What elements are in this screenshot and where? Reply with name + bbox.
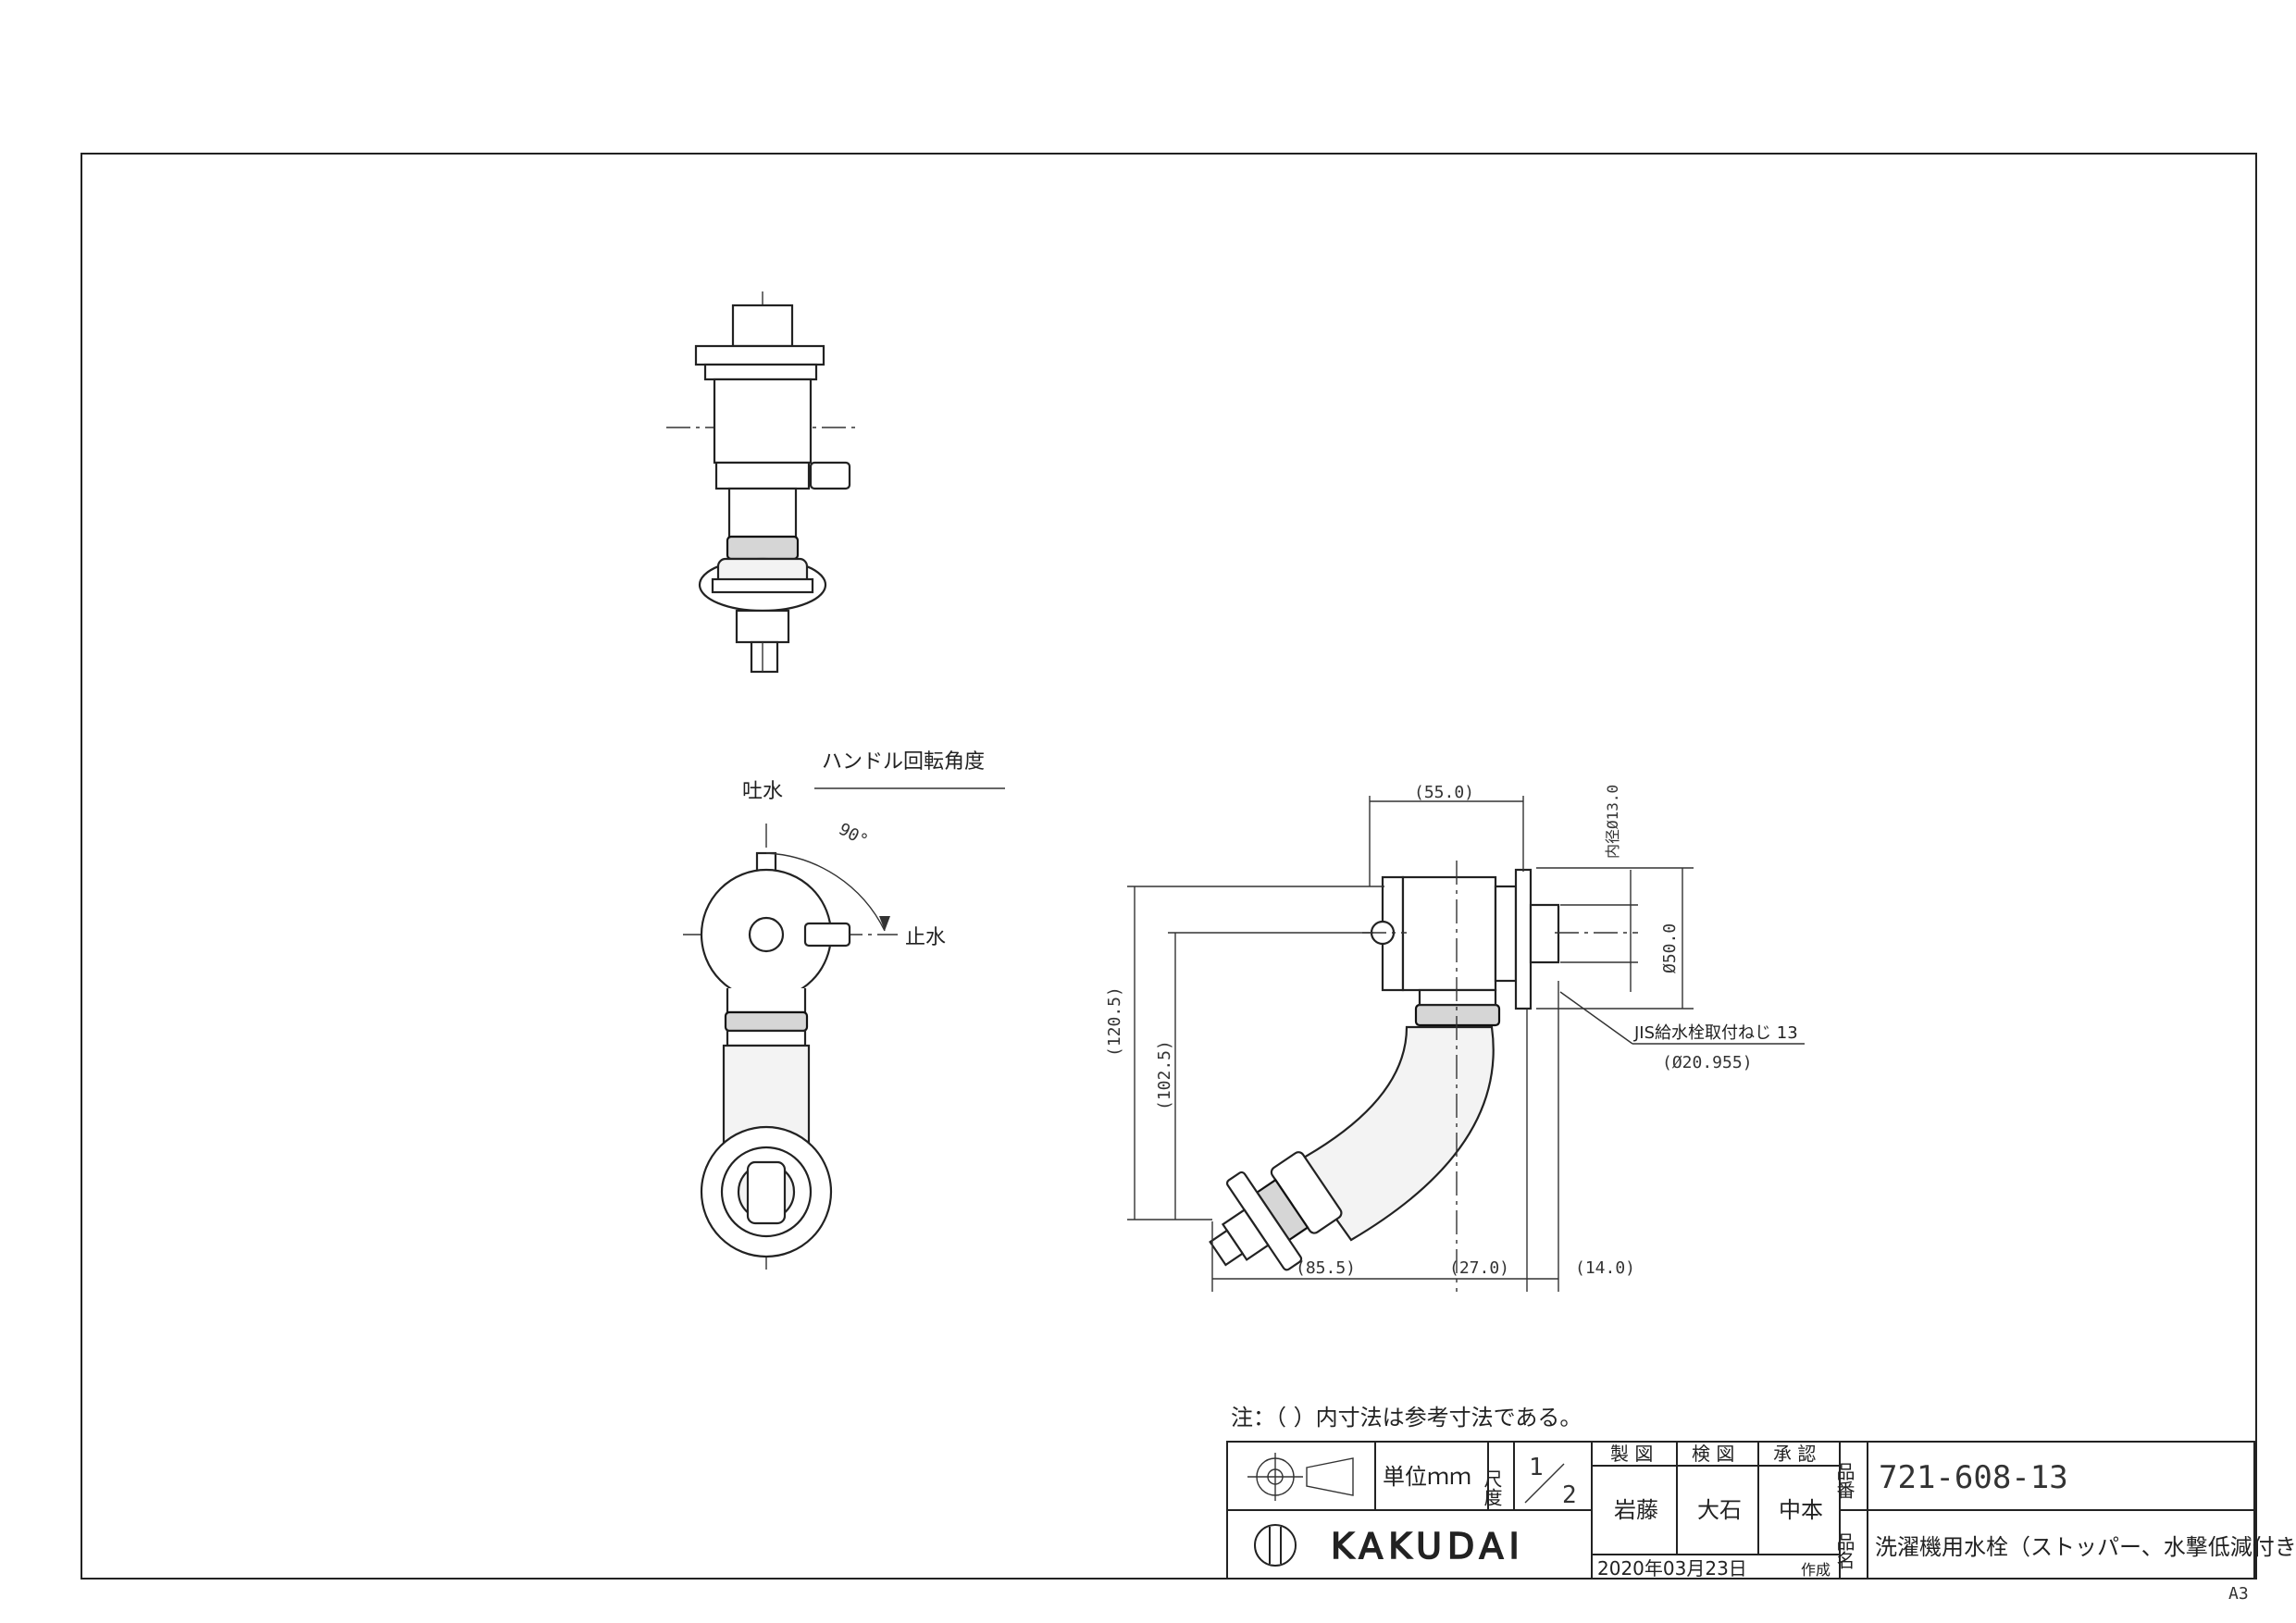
title-block: 単位ｍｍ 尺度 1 2 製 図 検 図 承 認 岩藤 大石 中本 2020年03… [1226, 1441, 2296, 1580]
angle-90-label: 90° [836, 820, 872, 851]
scale-denominator: 2 [1562, 1481, 1577, 1509]
checked-by: 大石 [1697, 1497, 1742, 1523]
stop-label: 止水 [905, 926, 946, 949]
dim-85-5: (85.5) [1296, 1258, 1356, 1278]
dim-dia-50: Ø50.0 [1660, 923, 1680, 973]
part-name-label: 品名 [1833, 1532, 1855, 1569]
thread-note: JIS給水栓取付ねじ 13 [1633, 1023, 1798, 1043]
outlet-label: 吐水 [742, 780, 783, 803]
dim-27: (27.0) [1449, 1258, 1509, 1278]
thread-diameter: (Ø20.955) [1662, 1053, 1753, 1072]
projection-symbol [1247, 1453, 1354, 1501]
approved-by: 中本 [1779, 1497, 1823, 1523]
reference-note: 注：（ ）内寸法は参考寸法である。 [1231, 1405, 1582, 1431]
kakudai-logo: KAKUDAI [1254, 1524, 1525, 1567]
top-view [666, 291, 861, 674]
scale-label: 尺度 [1481, 1469, 1503, 1506]
side-view: (55.0) (120.5) (102.5) 内径Ø13.0 Ø50.0 (85… [1105, 783, 1805, 1292]
dim-120-5: (120.5) [1105, 986, 1124, 1057]
scale-numerator: 1 [1529, 1454, 1544, 1481]
dim-102-5: (102.5) [1155, 1040, 1174, 1110]
drawn-by: 岩藤 [1614, 1497, 1658, 1523]
dim-55: (55.0) [1414, 783, 1474, 802]
part-name: 洗濯機用水栓（ストッパー、水撃低減付き） [1875, 1534, 2296, 1560]
part-number: 721-608-13 [1879, 1459, 2068, 1496]
approved-header: 承 認 [1773, 1443, 1816, 1465]
dim-14: (14.0) [1575, 1258, 1635, 1278]
brand-name: KAKUDAI [1331, 1526, 1525, 1567]
dim-inner-13: 内径Ø13.0 [1604, 785, 1621, 859]
sheet-size-label: A3 [2228, 1584, 2249, 1604]
rotation-angle-label: ハンドル回転角度 [822, 750, 985, 774]
front-view: ハンドル回転角度 吐水 止水 90° [683, 750, 1005, 1270]
part-no-label: 品番 [1833, 1462, 1855, 1499]
created-label: 作成 [1801, 1561, 1831, 1579]
checked-header: 検 図 [1692, 1443, 1734, 1465]
drawn-header: 製 図 [1610, 1443, 1653, 1465]
drawing-frame [81, 153, 2257, 1580]
unit-label: 単位ｍｍ [1383, 1464, 1471, 1490]
drawing-date: 2020年03月23日 [1597, 1557, 1747, 1580]
